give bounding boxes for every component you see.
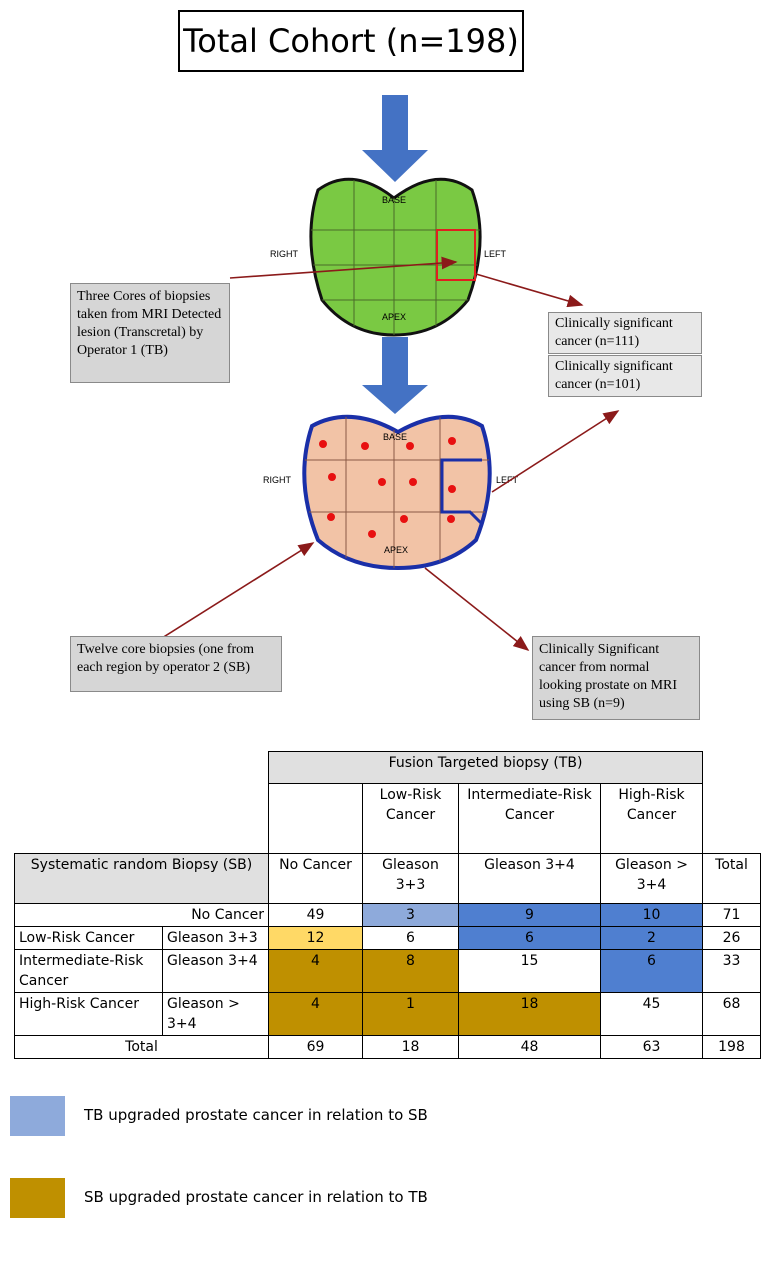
totals-row: Total 69 18 48 63 198 <box>14 1035 761 1059</box>
tb-col-risk: Low-Risk Cancer <box>362 783 459 854</box>
arrow-tb-box-to-lesion <box>229 256 458 279</box>
table-cell: 1 <box>362 992 459 1036</box>
arrow-lesion-to-cs1 <box>475 273 584 308</box>
table-row: Low-Risk Cancer Gleason 3+3 12 6 6 2 26 <box>14 926 761 950</box>
arrow-sb-box-to-prostate2 <box>161 542 315 639</box>
tb-col-label: Gleason > 3+4 <box>600 853 703 904</box>
biopsy-comparison-table: Fusion Targeted biopsy (TB) Low-Risk Can… <box>14 751 761 1059</box>
prostate2-base-label: BASE <box>383 432 407 442</box>
clinically-significant-tb-box: Clinically significant cancer (n=111) <box>548 312 702 354</box>
arrow-prostate2-to-sb-cs <box>424 567 530 651</box>
legend-swatch-tb-upgraded <box>10 1096 65 1136</box>
table-cell: 18 <box>458 992 601 1036</box>
table-cell: 3 <box>362 903 459 927</box>
grand-total: 198 <box>702 1035 761 1059</box>
tb-col-label: No Cancer <box>268 853 363 904</box>
lesion-excluded-region <box>440 458 484 526</box>
col-total: 18 <box>362 1035 459 1059</box>
tb-col-label: Gleason 3+4 <box>458 853 601 904</box>
prostate1-base-label: BASE <box>382 195 406 205</box>
table-cell: 4 <box>268 992 363 1036</box>
row-total: 68 <box>702 992 761 1036</box>
prostate-diagram-sb: BASE APEX RIGHT LEFT <box>263 414 519 571</box>
biopsy-flow-diagram: BASE APEX RIGHT LEFT BASE <box>161 95 620 651</box>
table-cell: 6 <box>600 949 703 993</box>
table-cell: 4 <box>268 949 363 993</box>
prostate2-right-label: RIGHT <box>263 475 292 485</box>
clinically-significant-sb-box: Clinically significant cancer (n=101) <box>548 355 702 397</box>
col-total: 63 <box>600 1035 703 1059</box>
row-label: Gleason 3+4 <box>162 949 269 993</box>
table-row: High-Risk Cancer Gleason > 3+4 4 1 18 45… <box>14 992 761 1036</box>
row-label: No Cancer <box>14 903 269 927</box>
table-cell: 8 <box>362 949 459 993</box>
tb-col-risk: Intermediate-Risk Cancer <box>458 783 601 854</box>
table-cell: 15 <box>458 949 601 993</box>
prostate2-apex-label: APEX <box>384 545 408 555</box>
row-risk: Intermediate-Risk Cancer <box>14 949 163 993</box>
row-total: 33 <box>702 949 761 993</box>
prostate1-right-label: RIGHT <box>270 249 299 259</box>
row-risk: Low-Risk Cancer <box>14 926 163 950</box>
table-cell: 2 <box>600 926 703 950</box>
tb-biopsy-description-box: Three Cores of biopsies taken from MRI D… <box>70 283 230 383</box>
tb-col-risk: High-Risk Cancer <box>600 783 703 854</box>
row-total: 71 <box>702 903 761 927</box>
row-risk: High-Risk Cancer <box>14 992 163 1036</box>
row-label: Gleason > 3+4 <box>162 992 269 1036</box>
table-cell: 9 <box>458 903 601 927</box>
mri-lesion-target <box>436 229 476 281</box>
row-total: 26 <box>702 926 761 950</box>
col-total: 69 <box>268 1035 363 1059</box>
down-arrow-2 <box>362 337 428 414</box>
legend-text-tb-upgraded: TB upgraded prostate cancer in relation … <box>84 1106 428 1124</box>
legend-text-sb-upgraded: SB upgraded prostate cancer in relation … <box>84 1188 428 1206</box>
tb-col-risk <box>268 783 363 854</box>
legend-swatch-sb-upgraded <box>10 1178 65 1218</box>
sb-biopsy-description-box: Twelve core biopsies (one from each regi… <box>70 636 282 692</box>
tb-col-label: Gleason 3+3 <box>362 853 459 904</box>
prostate-diagram-tb: BASE APEX RIGHT LEFT <box>270 177 507 337</box>
tb-header: Fusion Targeted biopsy (TB) <box>268 751 703 784</box>
total-row-label: Total <box>14 1035 269 1059</box>
prostate1-apex-label: APEX <box>382 312 406 322</box>
total-cohort-title: Total Cohort (n=198) <box>178 10 524 72</box>
down-arrow-1 <box>362 95 428 182</box>
total-col-header: Total <box>702 853 761 904</box>
sb-clinically-significant-box: Clinically Significant cancer from norma… <box>532 636 700 720</box>
table-row: No Cancer 49 3 9 10 71 <box>14 903 761 927</box>
table-row: Intermediate-Risk Cancer Gleason 3+4 4 8… <box>14 949 761 993</box>
row-label: Gleason 3+3 <box>162 926 269 950</box>
col-total: 48 <box>458 1035 601 1059</box>
table-cell: 45 <box>600 992 703 1036</box>
sb-header: Systematic random Biopsy (SB) <box>14 853 269 904</box>
prostate2-left-label: LEFT <box>496 475 519 485</box>
table-cell: 10 <box>600 903 703 927</box>
table-cell: 49 <box>268 903 363 927</box>
prostate1-left-label: LEFT <box>484 249 507 259</box>
table-cell: 6 <box>458 926 601 950</box>
table-cell: 6 <box>362 926 459 950</box>
table-cell: 12 <box>268 926 363 950</box>
arrow-prostate2-to-cs2 <box>491 410 620 493</box>
